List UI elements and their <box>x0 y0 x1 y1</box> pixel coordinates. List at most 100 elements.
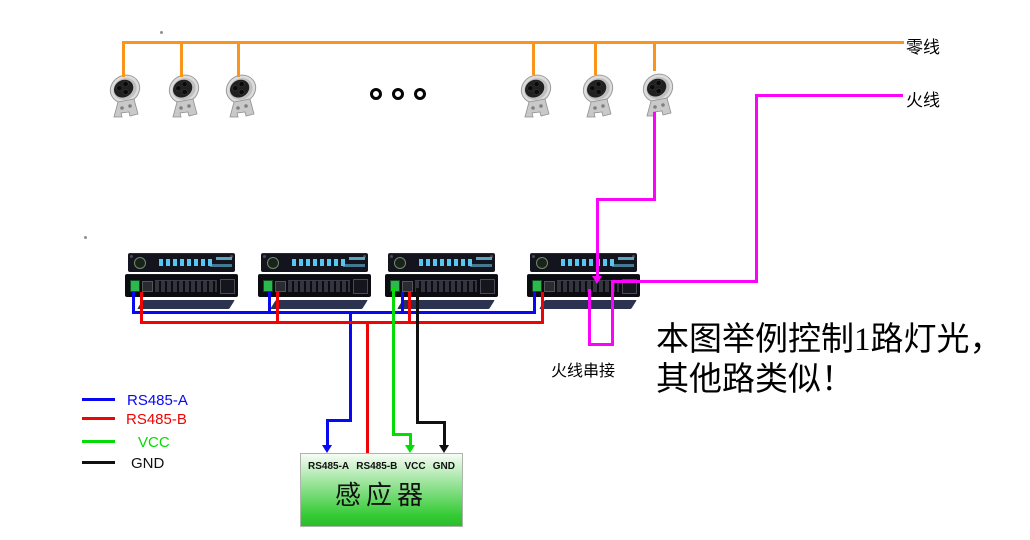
sensor-terminal-vcc: VCC <box>404 461 426 472</box>
controller-stack-3 <box>385 253 498 309</box>
power-button <box>130 280 140 292</box>
sensor-terminal-gnd: GND <box>432 461 455 472</box>
power-button <box>263 280 273 292</box>
rack-tray <box>397 300 495 309</box>
spotlight-icon <box>578 70 619 118</box>
spotlight-icon <box>105 70 146 118</box>
power-inlet <box>220 279 235 294</box>
vcc-entry <box>409 433 412 447</box>
terminal-strip <box>155 280 217 292</box>
channel-led-indicators <box>419 259 475 266</box>
screw-icon <box>390 255 393 258</box>
controller-front-panel <box>261 253 368 272</box>
brand-logo-icon <box>267 257 279 269</box>
panel-label <box>343 264 365 267</box>
gnd-down <box>416 288 419 424</box>
panel-label <box>612 264 634 267</box>
power-button <box>390 280 400 292</box>
rs485a-to-sensor <box>349 311 352 422</box>
legend-label-rs485b: RS485-B <box>126 411 187 428</box>
stray-dot <box>160 31 163 34</box>
screw-icon <box>532 255 535 258</box>
sensor-box: RS485-A RS485-B VCC GND 感应器 <box>300 453 463 527</box>
rs485a-jog <box>326 419 352 422</box>
neutral-drop-6 <box>653 41 656 71</box>
panel-label <box>476 257 492 260</box>
controller-front-panel <box>388 253 495 272</box>
sensor-terminal-rs485a: RS485-A <box>308 461 350 472</box>
legend-label-vcc: VCC <box>138 434 170 451</box>
lamp-feed-to-terminal <box>596 198 599 278</box>
channel-led-indicators <box>159 259 215 266</box>
vcc-jog <box>392 433 412 436</box>
power-inlet <box>353 279 368 294</box>
neutral-drop-2 <box>180 41 183 77</box>
note-line-1: 本图举例控制1路灯光， <box>656 322 1003 358</box>
ellipsis-dot <box>414 88 426 100</box>
rack-tray <box>270 300 368 309</box>
gnd-entry <box>443 421 446 447</box>
note-text: 本图举例控制1路灯光， 其他路类似！ <box>656 320 1003 400</box>
ellipsis-dot <box>370 88 382 100</box>
live-loop-right <box>611 280 614 346</box>
power-button <box>532 280 542 292</box>
arrowhead-icon <box>322 445 332 453</box>
screw-icon <box>263 255 266 258</box>
terminal-strip <box>288 280 350 292</box>
switch-unit-panel <box>125 274 238 297</box>
brand-logo-icon <box>134 257 146 269</box>
spotlight-icon <box>164 70 205 118</box>
rs485a-drop-2 <box>268 292 271 313</box>
brand-logo-icon <box>536 257 548 269</box>
neutral-wire-label: 零线 <box>906 38 940 57</box>
live-loop-left <box>588 289 591 346</box>
rs485a-entry <box>326 419 329 447</box>
connector-port <box>544 281 555 292</box>
legend-label-rs485a: RS485-A <box>127 392 188 409</box>
legend-line-rs485b <box>82 417 115 420</box>
rs485a-drop-1 <box>132 292 135 313</box>
sensor-terminal-rs485b: RS485-B <box>356 461 398 472</box>
brand-logo-icon <box>394 257 406 269</box>
switch-unit-panel <box>258 274 371 297</box>
legend-line-vcc <box>82 440 115 443</box>
arrowhead-icon <box>439 445 449 453</box>
rs485b-drop-4 <box>541 292 544 323</box>
live-wire-down <box>755 94 758 283</box>
connector-port <box>402 281 413 292</box>
neutral-drop-4 <box>532 41 535 75</box>
rs485b-drop-3 <box>408 292 411 323</box>
panel-label <box>618 257 634 260</box>
lamp-feed-down <box>653 112 656 201</box>
sensor-title: 感应器 <box>334 481 428 510</box>
live-wire-label: 火线 <box>906 91 940 110</box>
sensor-terminals: RS485-A RS485-B VCC GND <box>301 461 462 472</box>
note-line-2: 其他路类似！ <box>656 362 854 398</box>
panel-label <box>470 264 492 267</box>
spotlight-icon <box>221 70 262 118</box>
stray-dot <box>84 236 87 239</box>
neutral-drop-5 <box>594 41 597 75</box>
legend-line-rs485a <box>82 398 115 401</box>
live-wire-mid <box>611 280 758 283</box>
screw-icon <box>490 255 493 258</box>
neutral-drop-3 <box>237 41 240 77</box>
spotlight-icon <box>638 69 679 117</box>
arrowhead-icon <box>405 445 415 453</box>
rs485b-to-sensor <box>366 321 369 453</box>
terminal-strip <box>557 280 619 292</box>
arrowhead-icon <box>592 276 602 284</box>
panel-label <box>216 257 232 260</box>
controller-front-panel <box>530 253 637 272</box>
rs485b-bus <box>140 321 544 324</box>
controller-stack-2 <box>258 253 371 309</box>
channel-led-indicators <box>292 259 348 266</box>
screw-icon <box>130 255 133 258</box>
rs485b-drop-2 <box>276 292 279 323</box>
connector-port <box>275 281 286 292</box>
vcc-down <box>392 288 395 436</box>
live-wire-top <box>755 94 903 97</box>
controller-stack-1 <box>125 253 238 309</box>
gnd-jog <box>416 421 446 424</box>
